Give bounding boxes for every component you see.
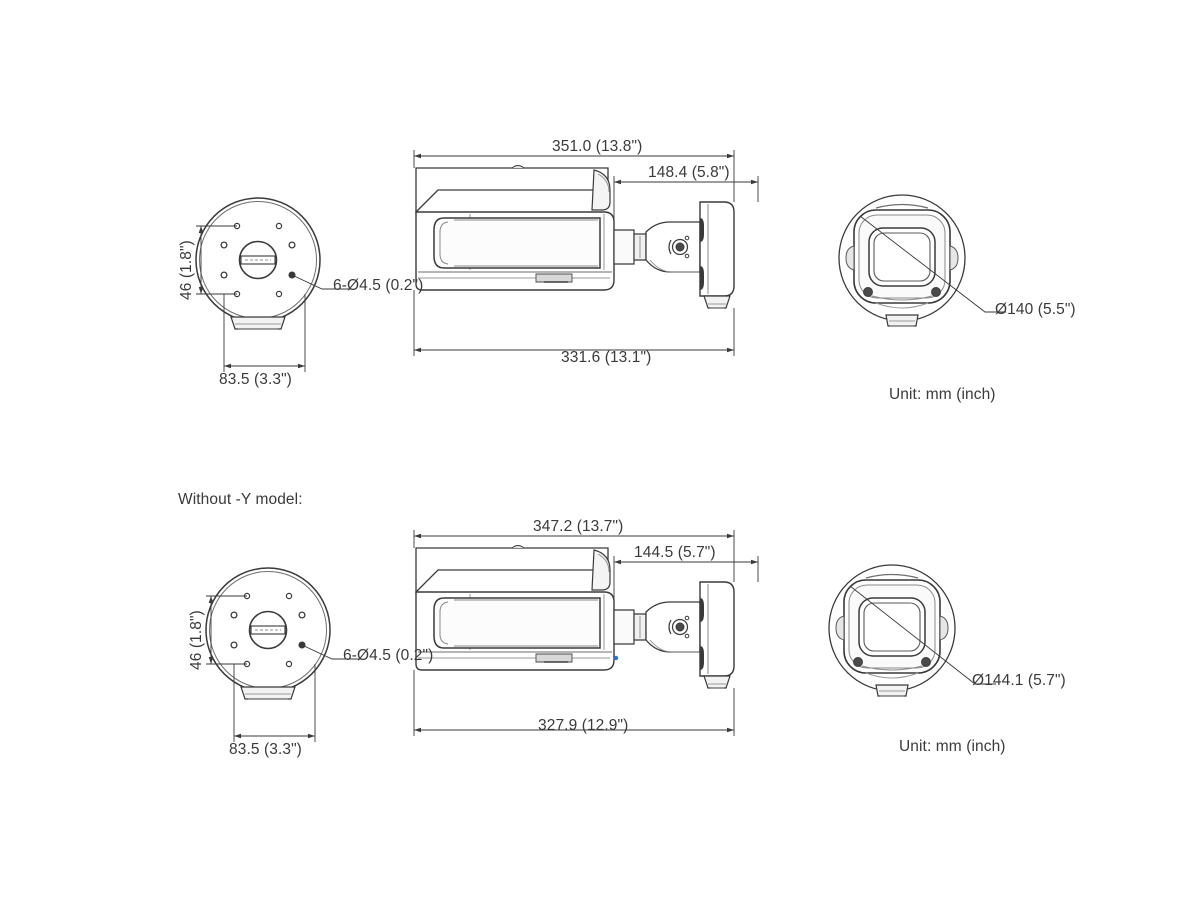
dimension-label-top-base-holes: 6-Ø4.5 (0.2") [333,277,424,294]
dimension-label-top-base-width: 83.5 (3.3") [219,371,292,388]
bottom-side-view [413,530,759,736]
top-base-view [195,197,352,372]
dimension-label-bottom-base-vertical: 46 (1.8") [188,610,205,670]
dimension-label-bottom-base-holes: 6-Ø4.5 (0.2") [343,647,434,664]
dimension-label-top-side-body: 331.6 (13.1") [561,349,652,366]
dimension-label-bottom-base-width: 83.5 (3.3") [229,741,302,758]
top-side-view [413,150,759,356]
dimension-label-top-side-bracket: 148.4 (5.8") [648,164,730,181]
top-front-view [838,194,1006,327]
bottom-base-view [205,567,362,742]
unit-label-bottom: Unit: mm (inch) [899,738,1006,755]
dimension-label-bottom-side-body: 327.9 (12.9") [538,717,629,734]
bottom-front-view [828,564,996,697]
dimension-label-top-base-vertical: 46 (1.8") [178,240,195,300]
model-note-bottom: Without -Y model: [178,491,303,508]
dimension-label-bottom-side-overall: 347.2 (13.7") [533,518,624,535]
dimension-label-bottom-side-bracket: 144.5 (5.7") [634,544,716,561]
dimension-label-top-front-diameter: Ø140 (5.5") [995,301,1076,318]
dimension-label-bottom-front-diameter: Ø144.1 (5.7") [972,672,1066,689]
dimension-label-top-side-overall: 351.0 (13.8") [552,138,643,155]
unit-label-top: Unit: mm (inch) [889,386,996,403]
